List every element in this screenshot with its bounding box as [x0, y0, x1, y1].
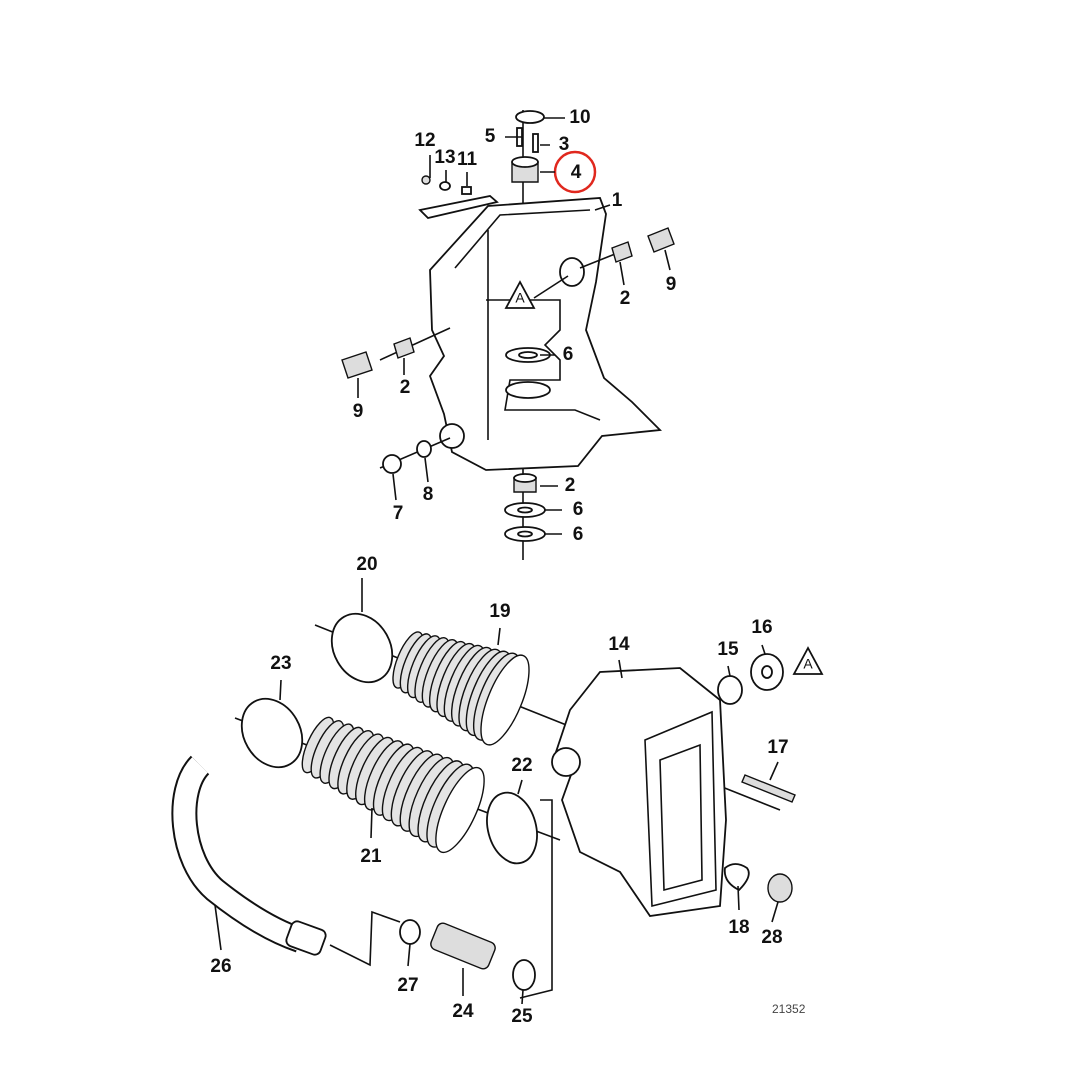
label-22: 22	[511, 755, 532, 776]
part-27-clamp[interactable]	[399, 919, 421, 945]
label-2: 2	[620, 288, 631, 309]
hose-body	[173, 757, 304, 951]
housing-lug	[439, 423, 465, 449]
part-13-washer[interactable]	[439, 181, 451, 191]
assembly-path-lines	[329, 799, 553, 999]
part-2-bushing-left[interactable]	[393, 337, 415, 359]
part-28-cap[interactable]	[767, 873, 793, 903]
label-6: 6	[573, 499, 584, 520]
label-14: 14	[608, 634, 630, 655]
label-6: 6	[563, 344, 574, 365]
bellows-rib	[480, 654, 530, 746]
reference-marker-text: A	[803, 656, 813, 672]
label-2: 2	[565, 475, 576, 496]
part-3-pin[interactable]	[532, 133, 539, 153]
part-22-snap-ring[interactable]	[480, 787, 545, 869]
part-labels: 10 5 3 12 13 11 4 1 9 2 6 9 2 8 7 2 6 6 …	[210, 107, 805, 1027]
label-20: 20	[356, 554, 377, 575]
part-4-top	[511, 156, 539, 168]
part-23-clamp[interactable]	[230, 688, 314, 778]
label-13: 13	[434, 147, 455, 168]
label-11: 11	[457, 149, 478, 170]
label-15: 15	[717, 639, 739, 660]
part-9-plug-right[interactable]	[647, 227, 675, 253]
label-3: 3	[559, 134, 570, 155]
housing-bore	[559, 257, 585, 287]
part-24-fitting[interactable]	[429, 921, 497, 970]
washer-hole	[518, 351, 538, 359]
label-5: 5	[485, 126, 496, 147]
part-25-o-ring[interactable]	[512, 959, 536, 991]
washer-hole	[517, 506, 533, 514]
lower-assembly: A	[171, 603, 824, 999]
label-19: 19	[489, 601, 510, 622]
label-10: 10	[569, 107, 590, 128]
leader-lines	[214, 117, 779, 1005]
housing-ear	[551, 747, 581, 777]
label-4-highlighted: 4	[571, 162, 582, 183]
label-28: 28	[761, 927, 782, 948]
label-12: 12	[414, 130, 435, 151]
part-1-steering-housing[interactable]	[428, 197, 662, 471]
housing-inner-frame	[644, 710, 717, 908]
reference-marker-a-upper	[504, 280, 536, 309]
label-25: 25	[511, 1006, 533, 1027]
part-15-seal[interactable]	[717, 675, 743, 705]
label-21: 21	[360, 846, 382, 867]
reference-marker-a-lower	[792, 646, 824, 675]
part-2-bushing-right[interactable]	[611, 241, 633, 263]
housing-bore-lower	[505, 381, 551, 399]
part-26-hose[interactable]	[285, 920, 328, 957]
label-6: 6	[573, 524, 584, 545]
part-12-screw[interactable]	[421, 175, 431, 185]
axis-line-left	[379, 327, 451, 361]
figure-number: 21352	[772, 1002, 806, 1016]
part-9-plug-left[interactable]	[341, 351, 373, 379]
reference-leader	[533, 275, 569, 299]
lever-bracket	[418, 195, 499, 219]
label-26: 26	[210, 956, 231, 977]
label-27: 27	[397, 975, 418, 996]
part-11-nut[interactable]	[461, 186, 472, 195]
label-9: 9	[353, 401, 364, 422]
part-8-washer[interactable]	[416, 440, 432, 458]
part-20-clamp[interactable]	[320, 603, 404, 693]
label-24: 24	[452, 1001, 474, 1022]
washer-hole	[761, 665, 773, 679]
part-7-bolt[interactable]	[382, 454, 402, 474]
reference-marker-text: A	[515, 290, 525, 306]
label-18: 18	[728, 917, 749, 938]
label-23: 23	[270, 653, 291, 674]
part-17-stud[interactable]	[741, 774, 796, 803]
label-1: 1	[612, 190, 623, 211]
label-16: 16	[751, 617, 772, 638]
washer-hole	[517, 530, 533, 538]
housing-contour-lines	[454, 209, 601, 440]
part-19-bellows[interactable]	[387, 628, 539, 751]
label-9: 9	[666, 274, 677, 295]
label-17: 17	[767, 737, 788, 758]
part-10-ring[interactable]	[515, 110, 545, 124]
label-8: 8	[423, 484, 434, 505]
bushing-top	[513, 473, 537, 483]
label-7: 7	[393, 503, 404, 524]
bellows-rib	[435, 766, 485, 854]
label-2: 2	[400, 377, 411, 398]
upper-assembly: A	[341, 110, 675, 560]
part-21-bellows[interactable]	[296, 713, 494, 858]
part-18-seal[interactable]	[723, 863, 750, 892]
